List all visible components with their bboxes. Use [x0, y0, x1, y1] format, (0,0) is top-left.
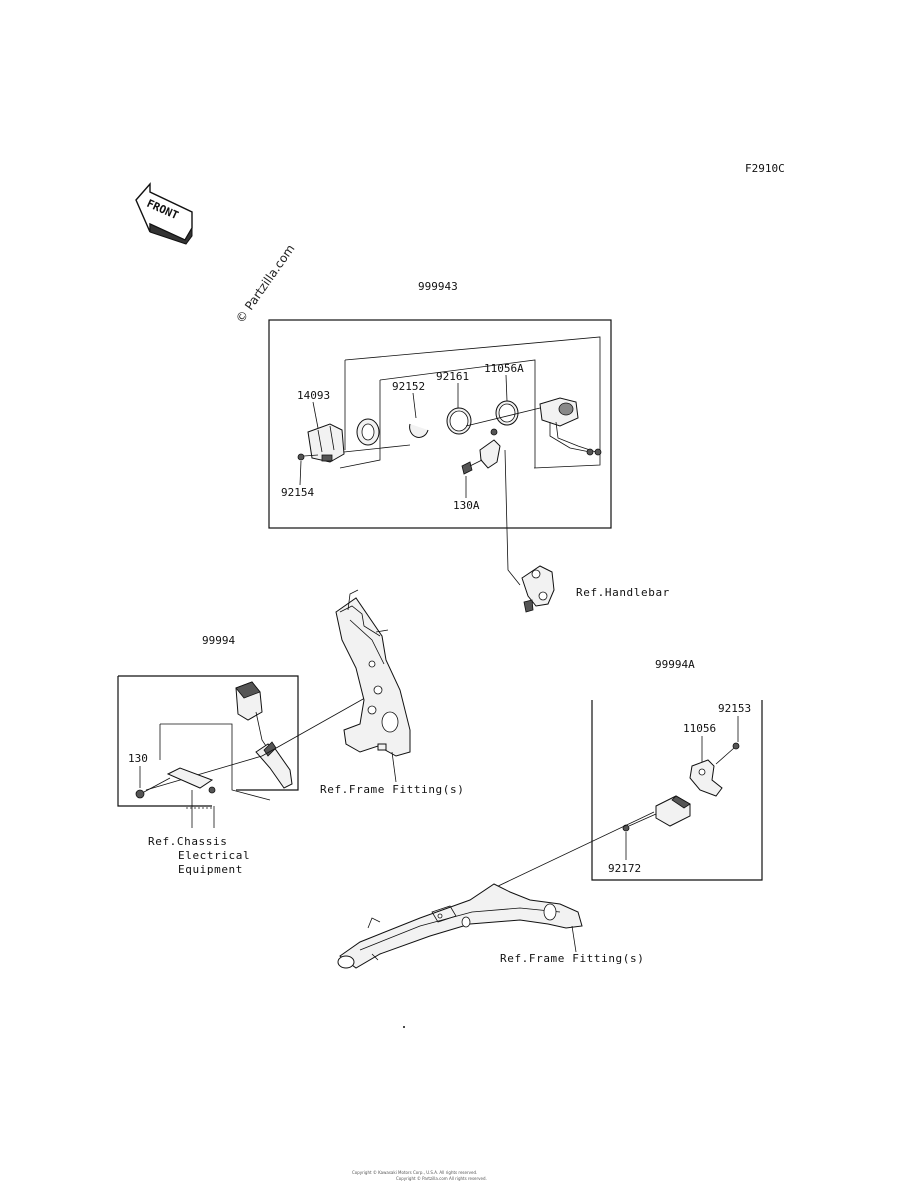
part-label-92154: 92154: [281, 486, 314, 499]
group-label-left-kit: 99994: [202, 634, 235, 647]
sensor-part: [255, 741, 293, 789]
diagram-code: F2910C: [745, 162, 785, 175]
right-kit-box: [591, 700, 763, 881]
part-label-11056a: 11056A: [484, 362, 524, 375]
front-arrow-icon: FRONT: [135, 182, 193, 245]
ignition-switch-part: [539, 397, 602, 456]
ref-chassis-line1: Ref.Chassis: [148, 835, 227, 848]
left-kit-box: [117, 675, 299, 807]
part-label-130a: 130A: [453, 499, 480, 512]
footer-line1: Copyright © Kawasaki Motors Corp., U.S.A…: [352, 1170, 477, 1175]
watermark: © Partzilla.com: [233, 242, 298, 326]
top-kit-box: [268, 319, 612, 529]
part-label-14093: 14093: [297, 389, 330, 402]
ref-chassis-line3: Equipment: [178, 863, 243, 876]
ref-frame-fitting-2: Ref.Frame Fitting(s): [500, 952, 644, 965]
part-label-11056: 11056: [683, 722, 716, 735]
ref-chassis-line2: Electrical: [178, 849, 250, 862]
bolt-130a-icon: [461, 459, 483, 475]
footer-line2: Copyright © Partzilla.com All rights res…: [396, 1176, 487, 1181]
part-label-92172: 92172: [608, 862, 641, 875]
ref-handlebar: Ref.Handlebar: [576, 586, 670, 599]
part-label-92161: 92161: [436, 370, 469, 383]
bolt-92172-icon: [622, 813, 657, 832]
group-label-top-kit: 999943: [418, 280, 458, 293]
ref-frame-fitting-1: Ref.Frame Fitting(s): [320, 783, 464, 796]
handlebar-clamp-part: [521, 565, 555, 613]
part-label-130: 130: [128, 752, 148, 765]
part-label-92152: 92152: [392, 380, 425, 393]
frame-fitting-1-part: [335, 589, 411, 757]
clip-plate-part: [166, 767, 214, 789]
part-label-92153: 92153: [718, 702, 751, 715]
sensor-right-part: [655, 795, 691, 827]
screw-92153-icon: [732, 742, 740, 750]
bolt-130-icon: [135, 789, 145, 799]
connector-part: [235, 681, 271, 753]
screw-92154-icon: [297, 453, 305, 461]
switch-housing-part: [307, 423, 345, 463]
group-label-right-kit: 99994A: [655, 658, 695, 671]
frame-fitting-2-part: [337, 883, 583, 969]
bracket-11056-part: [689, 759, 723, 797]
